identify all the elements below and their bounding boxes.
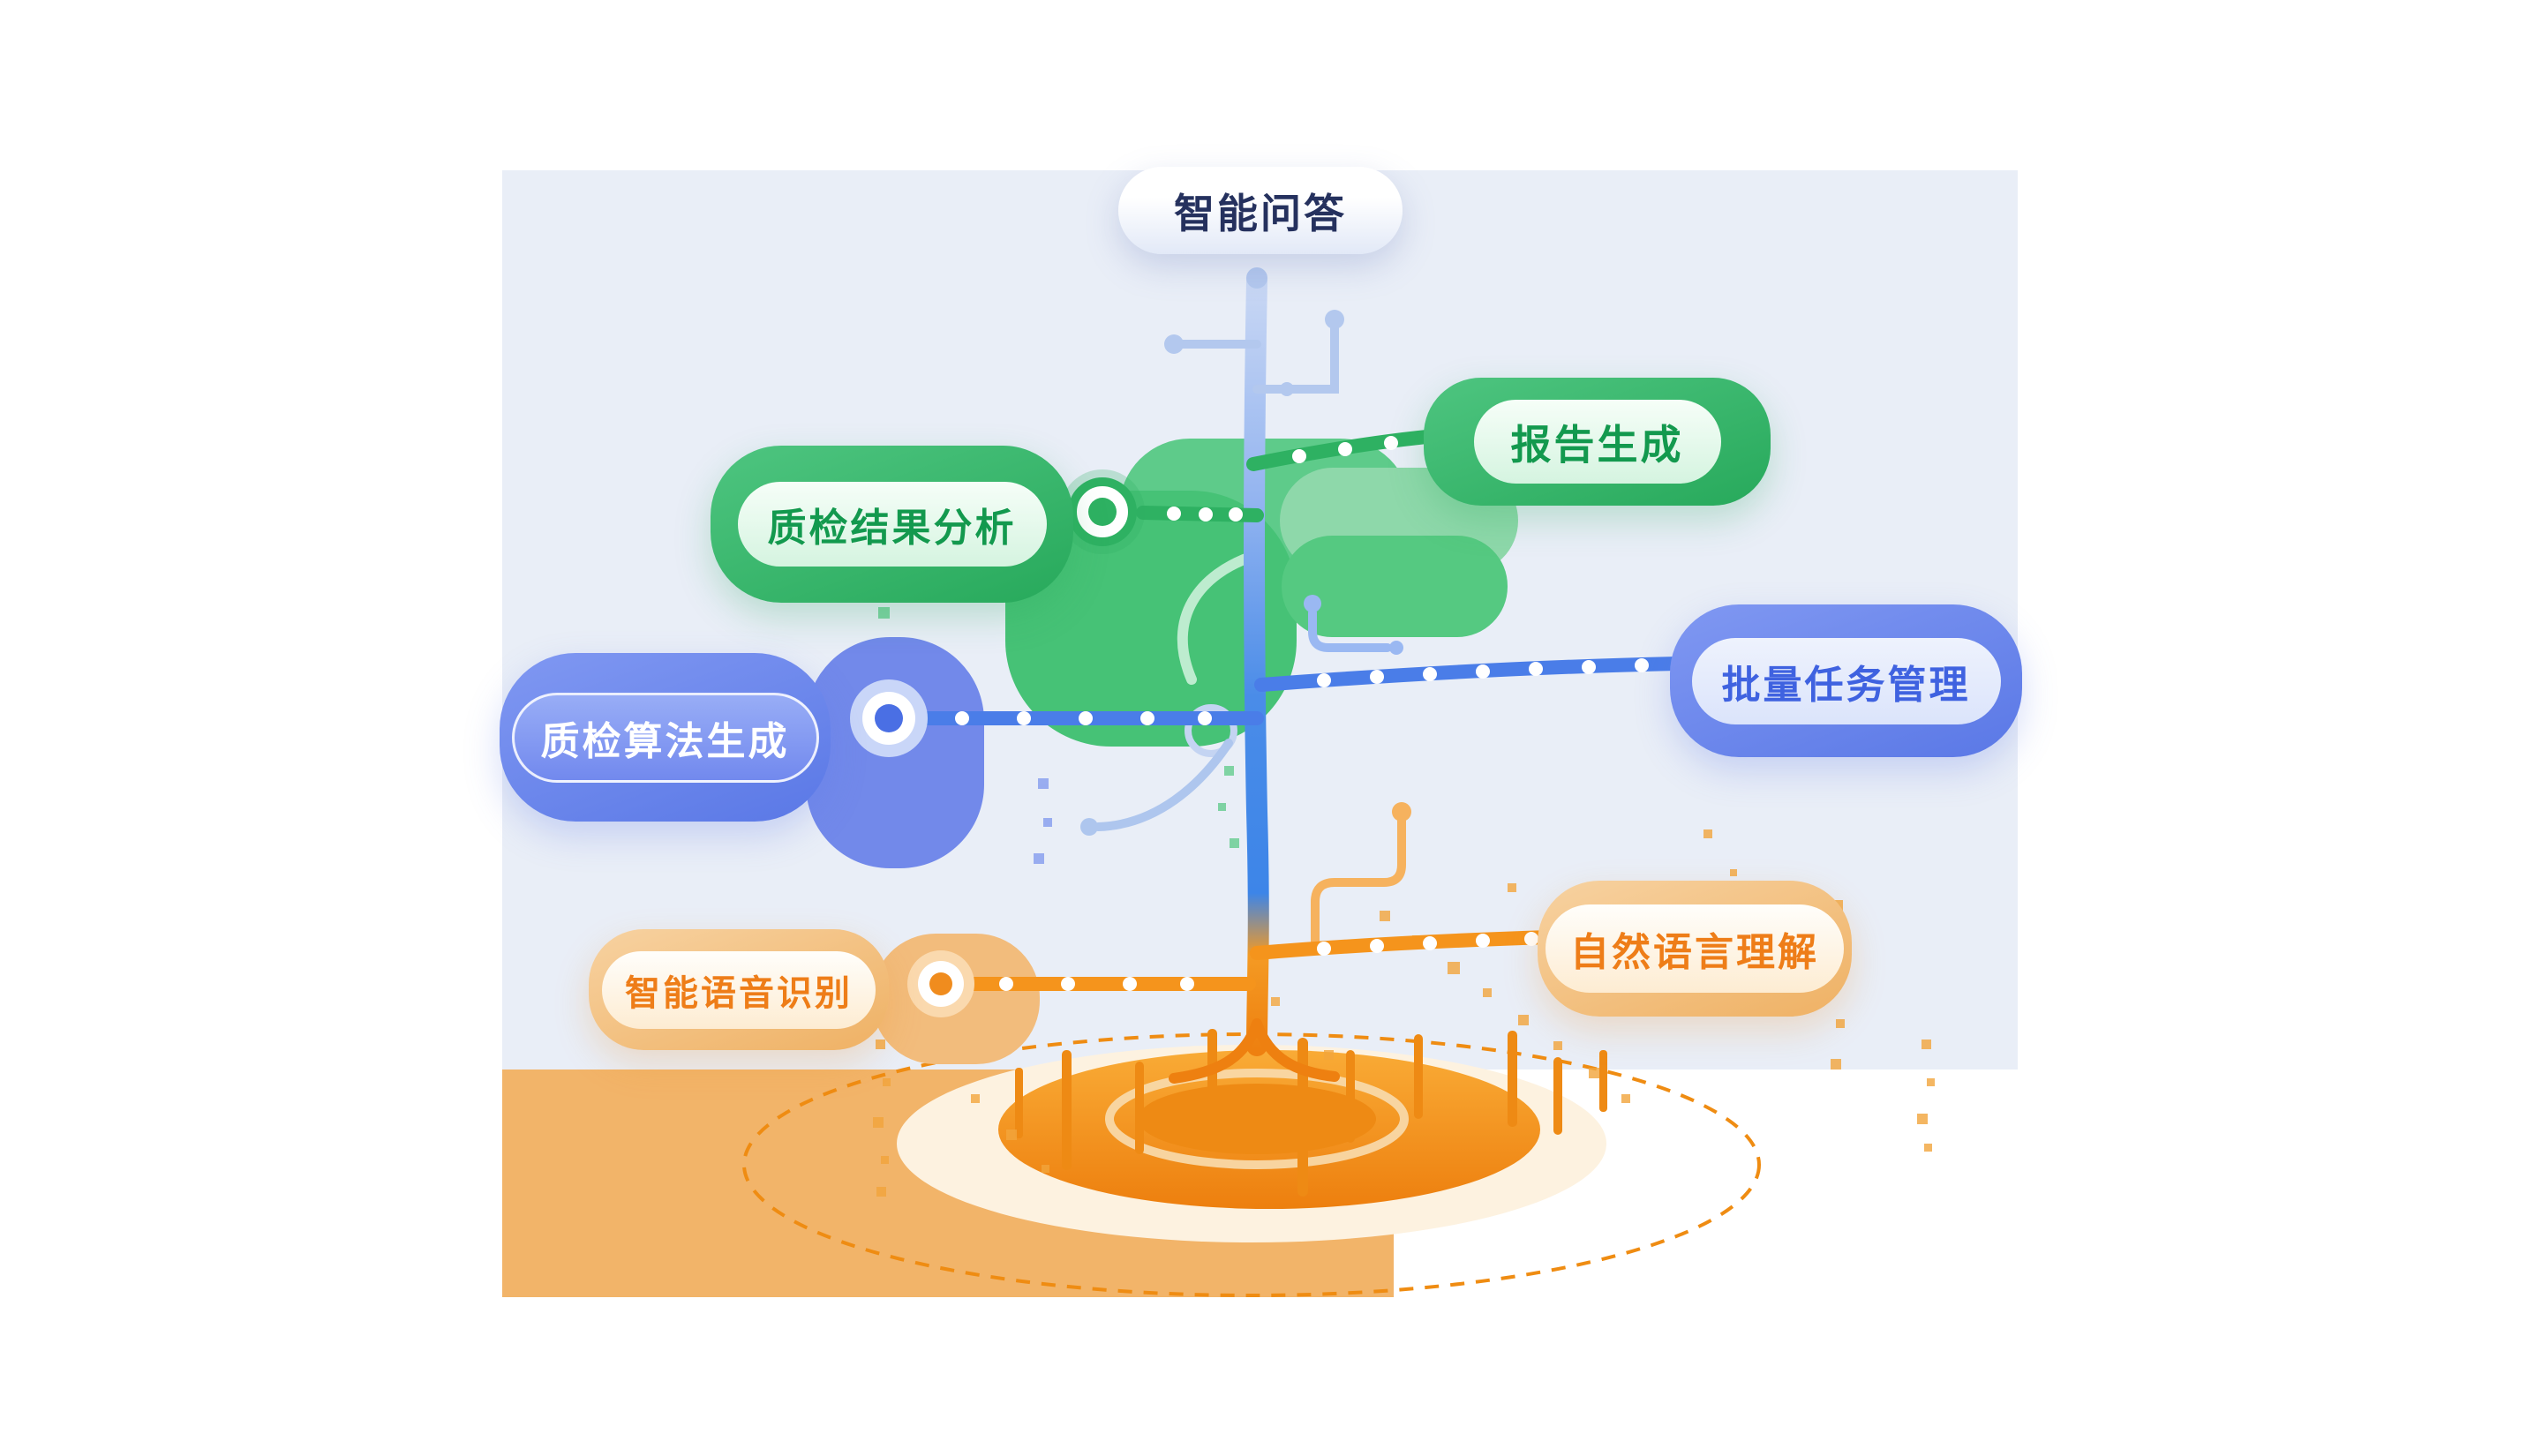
- node-report-pill: 报告生成: [1473, 400, 1721, 484]
- node-asr: 智能语音识别: [589, 929, 889, 1050]
- branch-asr-line: [937, 977, 1256, 991]
- mini-circuits: [1080, 595, 1411, 947]
- node-asr-pill: 智能语音识别: [602, 950, 876, 1029]
- node-analysis-label: 质检结果分析: [767, 506, 1017, 551]
- asr-ring-node: [907, 950, 974, 1017]
- node-algo: 质检算法生成: [500, 653, 831, 822]
- analysis-ring-node: [1060, 469, 1145, 554]
- node-qa: 智能问答: [1118, 167, 1403, 254]
- trunk: [1169, 270, 1340, 1084]
- base-ellipses: [742, 1032, 1761, 1297]
- node-batch-label: 批量任务管理: [1721, 662, 1971, 708]
- node-asr-label: 智能语音识别: [625, 972, 853, 1014]
- node-batch-pill: 批量任务管理: [1691, 637, 2001, 724]
- branch-algo-line: [884, 711, 1264, 725]
- node-report-label: 报告生成: [1510, 420, 1684, 469]
- branch-analysis-line: [1136, 506, 1264, 522]
- node-nlu-pill: 自然语言理解: [1546, 904, 1844, 993]
- node-qa-label: 智能问答: [1174, 189, 1347, 237]
- branch-batch-line: [1254, 657, 1684, 692]
- node-algo-pill: 质检算法生成: [511, 692, 819, 783]
- node-qa-pill: 智能问答: [1118, 167, 1403, 254]
- top-circuit-dots: [1164, 267, 1344, 396]
- node-batch: 批量任务管理: [1670, 604, 2022, 757]
- node-report: 报告生成: [1424, 378, 1771, 506]
- node-nlu: 自然语言理解: [1538, 881, 1852, 1017]
- branch-nlu-line: [1250, 930, 1556, 960]
- node-analysis: 质检结果分析: [711, 446, 1073, 603]
- node-algo-label: 质检算法生成: [540, 718, 790, 764]
- root-bars: [1015, 1029, 1607, 1197]
- node-nlu-label: 自然语言理解: [1570, 930, 1819, 975]
- algo-ring-node: [850, 679, 928, 757]
- node-analysis-pill: 质检结果分析: [737, 482, 1047, 567]
